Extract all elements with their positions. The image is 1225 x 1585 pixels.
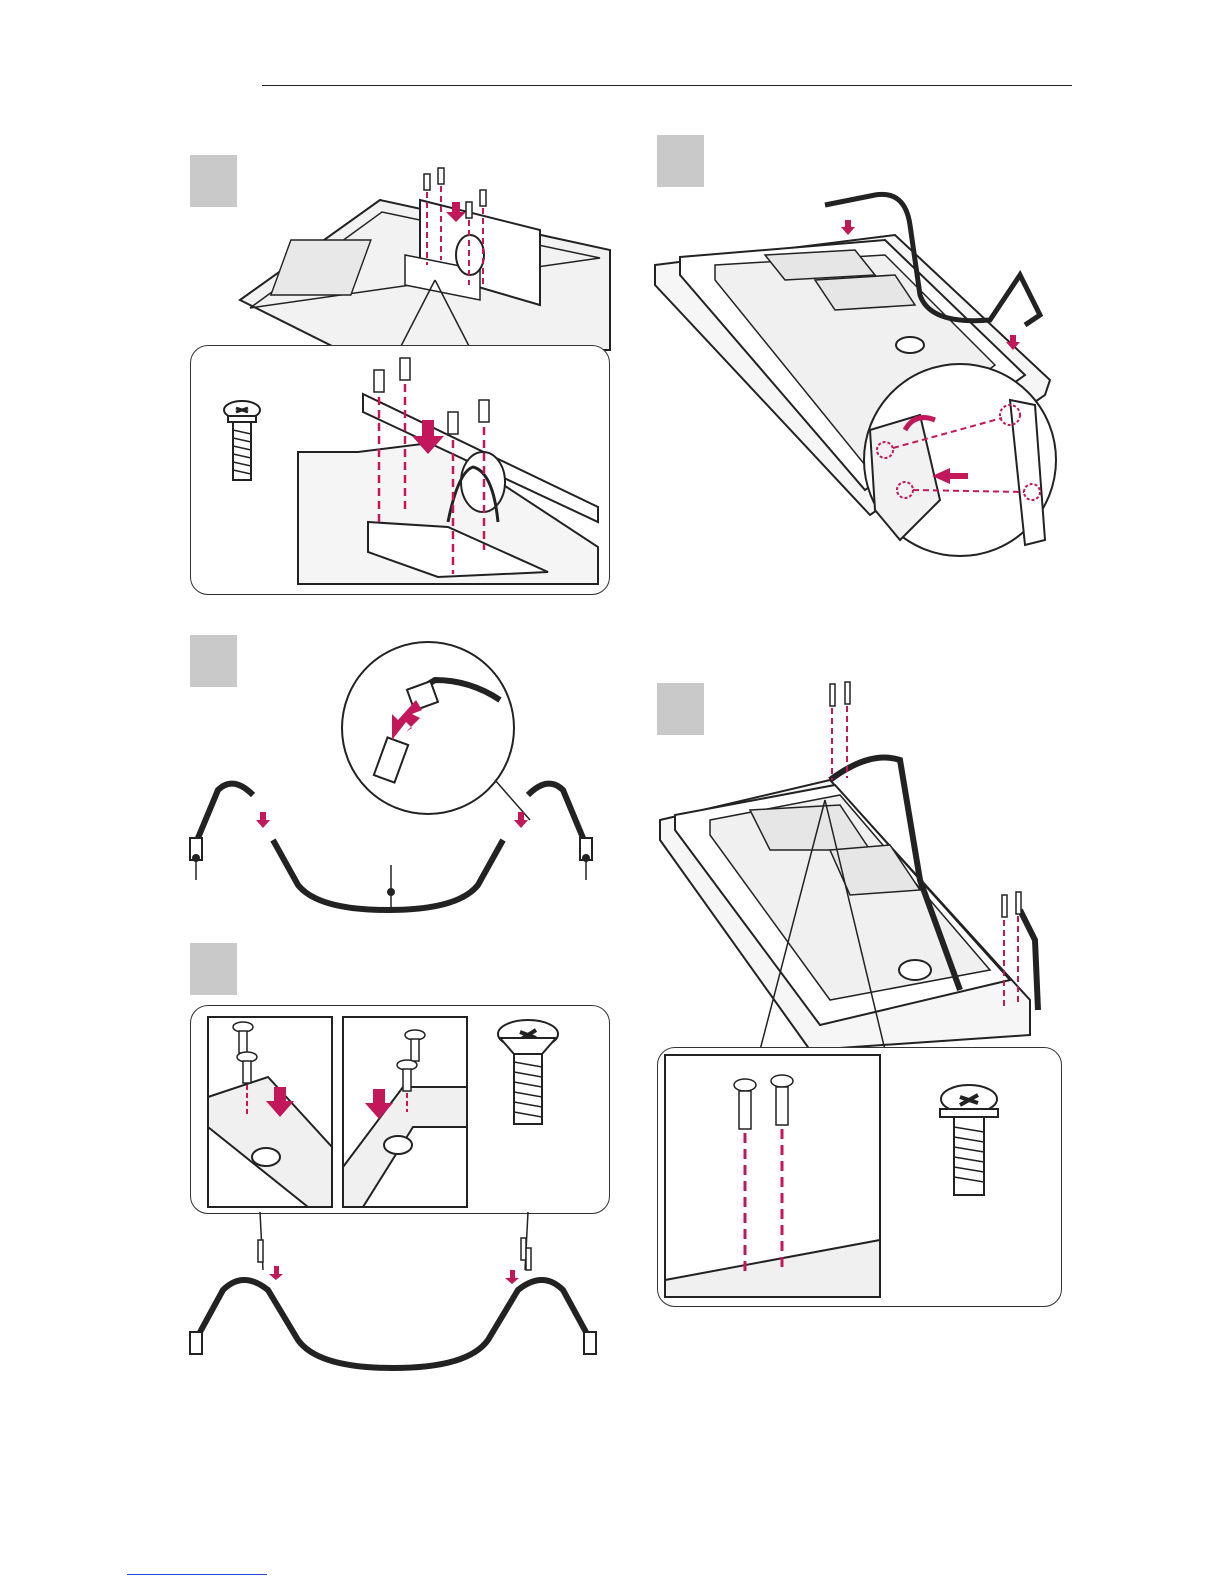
step-1-tv-back-illustration: [230, 160, 610, 350]
step-1-zoom-detail: [298, 352, 598, 584]
step-4-right-detail: [343, 1017, 467, 1207]
step-3-stand-frame-illustration: [188, 770, 608, 920]
step-4-stand-frame-illustration: [188, 1210, 608, 1375]
step-4-box: [190, 943, 237, 995]
magnifier-callout: [860, 360, 1060, 560]
step-5-tv-stand-illustration: [660, 680, 1060, 1050]
step-4-left-detail: [208, 1017, 332, 1207]
step-2-box: [657, 135, 704, 187]
step-3-box: [190, 635, 237, 687]
pan-head-screw-icon: [222, 400, 262, 485]
footer-link-underline: [127, 1574, 267, 1575]
step-5-zoom-detail: [665, 1055, 880, 1297]
header-rule: [262, 85, 1072, 86]
flat-head-screw-icon: [496, 1018, 560, 1128]
pan-head-screw-icon-large: [936, 1083, 1002, 1203]
